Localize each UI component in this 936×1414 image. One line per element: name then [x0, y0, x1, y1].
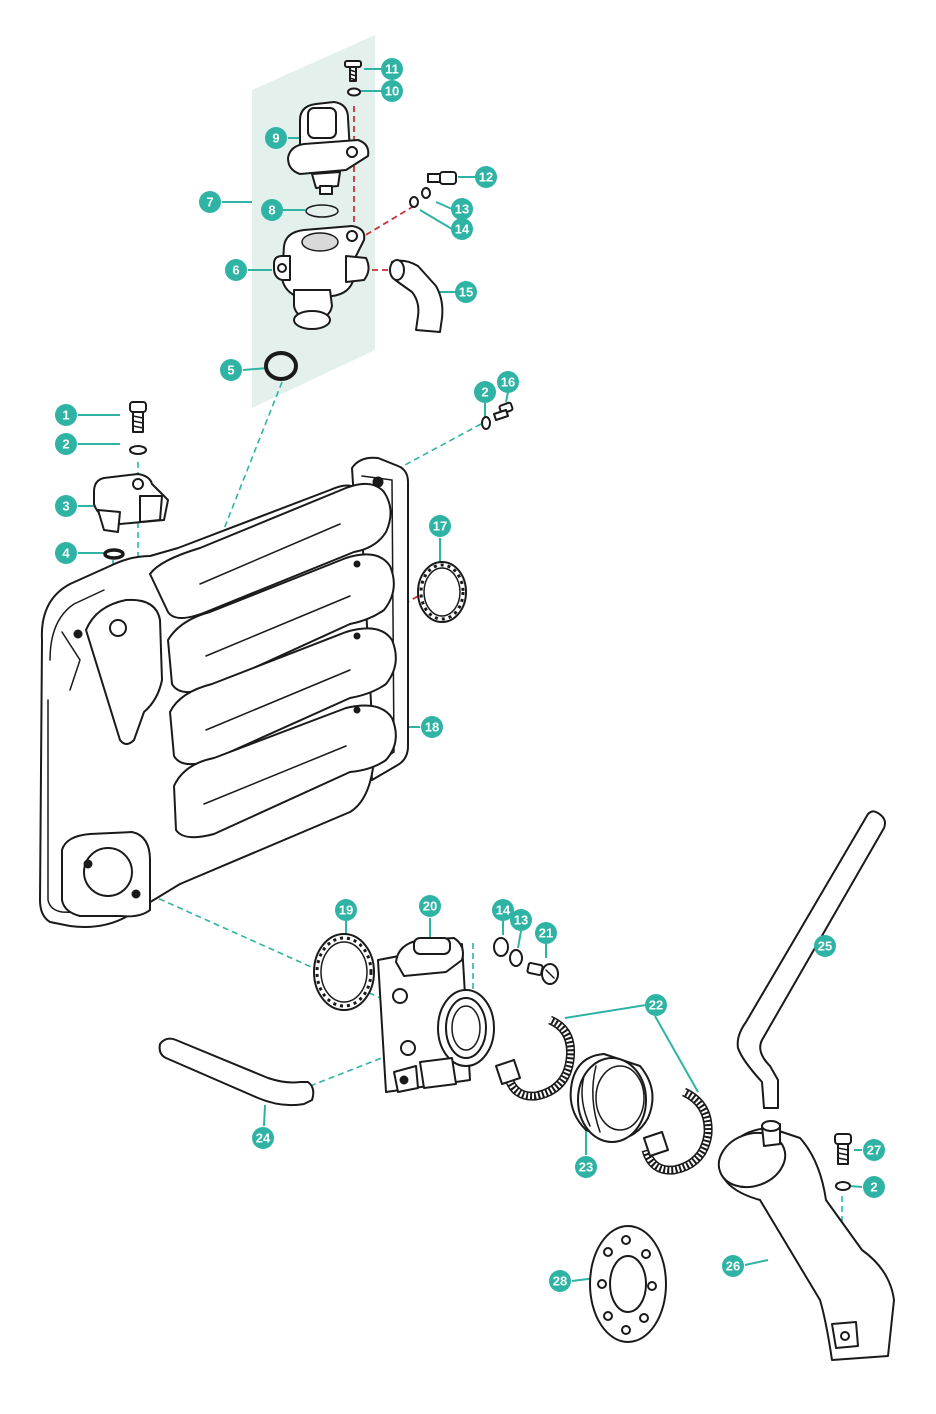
intake-elbow-26	[717, 1120, 895, 1361]
coupler-sleeve-23	[569, 1053, 654, 1143]
callout-16: 16	[497, 371, 519, 393]
svg-text:7: 7	[206, 195, 213, 210]
hose-25	[736, 810, 886, 1109]
callout-2-sensor: 2	[55, 433, 77, 455]
svg-text:13: 13	[455, 202, 469, 217]
callout-28: 28	[549, 1270, 571, 1292]
callout-25: 25	[814, 935, 836, 957]
intake-manifold	[39, 456, 409, 928]
callout-3: 3	[55, 495, 77, 517]
callout-18: 18	[421, 716, 443, 738]
callout-26: 26	[722, 1255, 744, 1277]
svg-text:28: 28	[553, 1274, 567, 1289]
callout-9: 9	[265, 127, 287, 149]
bolt-16	[493, 401, 514, 421]
callout-15: 15	[455, 281, 477, 303]
svg-text:8: 8	[268, 203, 275, 218]
callout-14-throttle: 14	[492, 899, 514, 921]
callout-2-manifold: 2	[474, 381, 496, 403]
svg-text:4: 4	[62, 546, 70, 561]
svg-text:23: 23	[579, 1160, 593, 1175]
svg-text:22: 22	[649, 998, 663, 1013]
idle-valve-adapter-body	[273, 225, 370, 330]
callout-5: 5	[220, 359, 242, 381]
map-sensor	[93, 473, 169, 533]
svg-text:24: 24	[256, 1131, 271, 1146]
svg-text:6: 6	[232, 263, 239, 278]
callout-11: 11	[381, 58, 403, 80]
callout-badges: 11 10 9 7 8 12 13 14 6 15 5 1 2 3 4 2 16…	[55, 58, 885, 1292]
callout-13-top: 13	[451, 198, 473, 220]
svg-text:20: 20	[423, 899, 437, 914]
svg-text:26: 26	[726, 1259, 740, 1274]
washer-2-manifold	[481, 416, 491, 430]
throttle-gasket-19	[313, 933, 375, 1011]
washer-13	[421, 187, 431, 199]
callout-8: 8	[261, 199, 283, 221]
screw-21	[526, 962, 559, 985]
svg-text:15: 15	[459, 285, 473, 300]
callout-10: 10	[381, 80, 403, 102]
callout-7: 7	[199, 191, 221, 213]
svg-text:18: 18	[425, 720, 439, 735]
callout-12: 12	[475, 166, 497, 188]
o-ring-8	[305, 204, 339, 218]
hose-clamp-22-left	[495, 1015, 576, 1101]
svg-text:27: 27	[867, 1143, 881, 1158]
svg-text:2: 2	[481, 385, 488, 400]
seal-4	[103, 548, 125, 560]
flange-gasket-17	[417, 561, 467, 623]
callout-20: 20	[419, 895, 441, 917]
svg-text:16: 16	[501, 375, 515, 390]
svg-text:2: 2	[870, 1180, 877, 1195]
screw-11	[344, 60, 362, 82]
callout-4: 4	[55, 542, 77, 564]
callout-22: 22	[645, 994, 667, 1016]
callout-17: 17	[429, 515, 451, 537]
svg-text:1: 1	[62, 408, 69, 423]
callout-13-throttle: 13	[510, 909, 532, 931]
o-ring-14	[409, 196, 419, 208]
throttle-body	[377, 937, 495, 1093]
hose-elbow-end	[389, 259, 405, 281]
svg-text:21: 21	[539, 926, 553, 941]
bolt-27	[834, 1133, 852, 1165]
hose-24	[158, 1037, 315, 1107]
callout-21: 21	[535, 922, 557, 944]
callout-2-elbow: 2	[863, 1176, 885, 1198]
callout-27: 27	[863, 1139, 885, 1161]
svg-text:17: 17	[433, 519, 447, 534]
idle-air-control-valve	[287, 101, 370, 195]
o-ring-14-throttle	[493, 937, 509, 957]
svg-text:3: 3	[62, 499, 69, 514]
callout-6: 6	[225, 259, 247, 281]
svg-text:12: 12	[479, 170, 493, 185]
svg-text:14: 14	[455, 222, 470, 237]
svg-text:11: 11	[385, 62, 399, 77]
svg-text:9: 9	[272, 131, 279, 146]
callout-1: 1	[55, 404, 77, 426]
o-ring-5	[264, 351, 298, 381]
svg-text:2: 2	[62, 437, 69, 452]
svg-text:10: 10	[385, 84, 399, 99]
bolt-1	[129, 401, 147, 433]
svg-text:19: 19	[339, 903, 353, 918]
callout-23: 23	[575, 1156, 597, 1178]
washer-2-top	[129, 445, 147, 455]
svg-text:13: 13	[514, 913, 528, 928]
svg-text:14: 14	[496, 903, 511, 918]
washer-13-throttle	[509, 949, 523, 967]
screw-12	[427, 171, 457, 185]
washer-10	[347, 87, 361, 97]
svg-text:5: 5	[227, 363, 234, 378]
callout-24: 24	[252, 1127, 274, 1149]
callout-19: 19	[335, 899, 357, 921]
washer-2-elbow	[835, 1181, 851, 1191]
callout-14-top: 14	[451, 218, 473, 240]
svg-text:25: 25	[818, 939, 832, 954]
gasket-plate-28	[589, 1225, 667, 1343]
hose-clamp-22-right	[641, 1087, 713, 1175]
